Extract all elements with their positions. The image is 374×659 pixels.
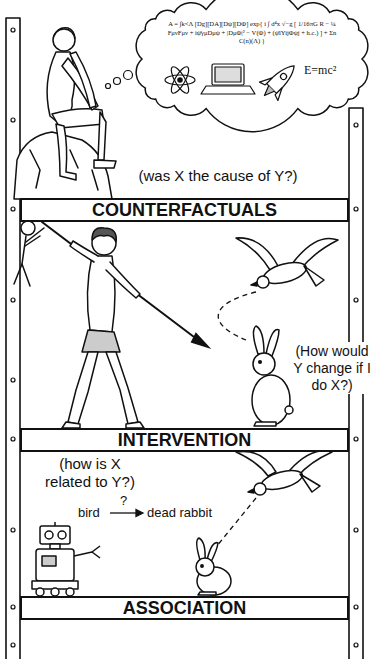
relation-mark: ? <box>120 493 127 509</box>
thinker-figure <box>14 28 116 199</box>
relation-arrow <box>110 510 143 517</box>
rocket-icon <box>255 57 303 105</box>
rung-title: ASSOCIATION <box>123 599 247 617</box>
flight-path <box>218 292 256 340</box>
laptop-icon <box>201 64 255 94</box>
spear <box>42 222 208 347</box>
atom-icon <box>165 65 195 96</box>
cloud-outline <box>132 0 372 118</box>
ladder-rail <box>6 18 20 659</box>
rail-nails <box>11 28 358 647</box>
bird-figure <box>236 238 338 288</box>
ladder-rung: INTERVENTION <box>20 428 349 452</box>
question-text: (how is X related to Y?) <box>38 455 142 491</box>
bird-figure <box>236 451 332 495</box>
relation-term: dead rabbit <box>147 505 212 521</box>
child-figure <box>14 221 44 286</box>
rung-title: INTERVENTION <box>118 431 252 449</box>
caveman-figure <box>62 228 144 428</box>
question-text: (How would Y change if I do X?) <box>293 342 371 394</box>
question-text: (was X the cause of Y?) <box>118 167 318 185</box>
thought-cloud: A = ∫k<Λ [Dg][DA][Dψ][DΦ] exp{ i ∫ d⁴x √… <box>132 0 372 118</box>
rung-title: COUNTERFACTUALS <box>92 201 277 219</box>
rabbit-figure <box>196 538 231 595</box>
robot-figure <box>32 522 100 596</box>
thought-bubbles <box>106 71 133 89</box>
formula-text: A = ∫k<Λ [Dg][DA][Dψ][DΦ] exp{ i ∫ d⁴x √… <box>164 20 340 46</box>
ladder-rung: COUNTERFACTUALS <box>20 198 349 222</box>
equation-text: E=mc² <box>304 63 336 78</box>
ladder-rung: ASSOCIATION <box>20 596 349 620</box>
cloud-outline-path <box>136 0 368 132</box>
rabbit-figure <box>252 326 293 426</box>
relation-term: bird <box>78 505 100 521</box>
